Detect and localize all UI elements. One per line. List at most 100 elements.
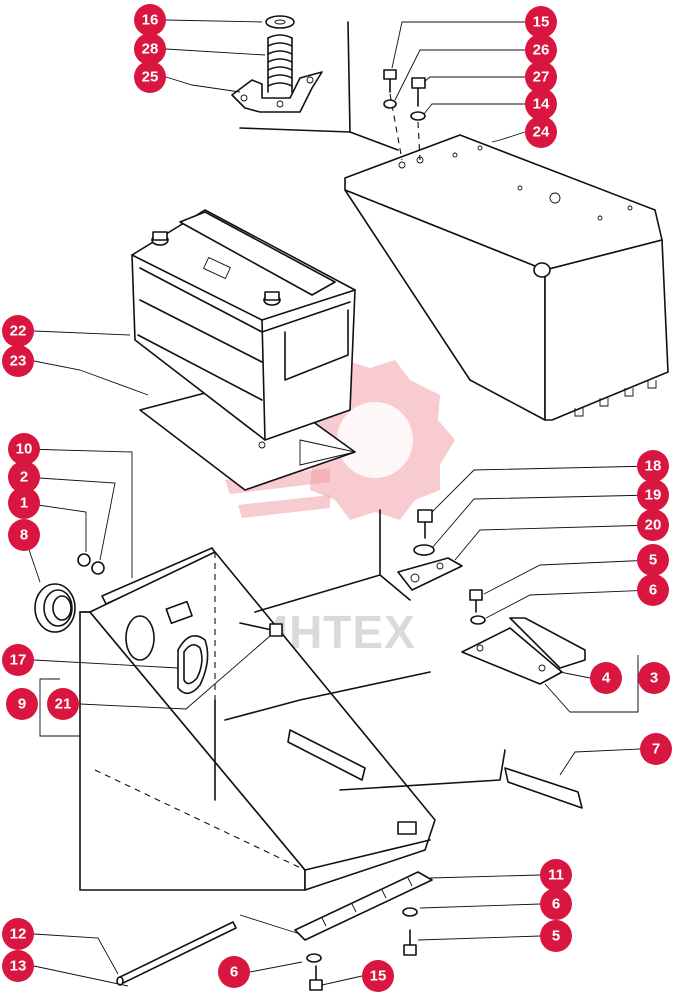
grommet-part bbox=[177, 634, 209, 695]
washer-part bbox=[402, 907, 418, 917]
callout-badge: 3 bbox=[638, 662, 670, 694]
strip-axis-line bbox=[339, 749, 506, 791]
callout-badge: 24 bbox=[525, 116, 557, 148]
callout-badge: 23 bbox=[2, 345, 34, 377]
battery-tray-part bbox=[79, 551, 436, 891]
callout-badge: 15 bbox=[362, 960, 394, 992]
svg-text:5: 5 bbox=[649, 552, 657, 569]
callout-badge: 27 bbox=[525, 61, 557, 93]
svg-text:14: 14 bbox=[533, 96, 550, 113]
svg-text:1: 1 bbox=[20, 495, 28, 512]
svg-text:4: 4 bbox=[602, 670, 611, 687]
svg-text:6: 6 bbox=[230, 964, 238, 981]
bolt-part bbox=[417, 509, 433, 539]
callout-badge: 5 bbox=[637, 544, 669, 576]
rubber-strip-part bbox=[287, 729, 366, 781]
mounting-rail-part bbox=[294, 871, 433, 941]
washer-part bbox=[306, 953, 322, 963]
callout-badge: 26 bbox=[525, 34, 557, 66]
svg-text:25: 25 bbox=[142, 69, 159, 86]
callout-badge: 20 bbox=[637, 509, 669, 541]
callout-badge: 6 bbox=[540, 888, 572, 920]
callout-badge: 14 bbox=[525, 88, 557, 120]
battery-cover-part bbox=[344, 134, 669, 421]
callout-badge: 16 bbox=[134, 4, 166, 36]
washer-part bbox=[265, 15, 295, 29]
bolt-part bbox=[411, 77, 426, 107]
svg-text:17: 17 bbox=[10, 652, 27, 669]
cover-axis-line-a bbox=[347, 21, 351, 133]
callout-badge: 28 bbox=[134, 33, 166, 65]
callout-badge: 1 bbox=[8, 487, 40, 519]
callout-badge: 25 bbox=[134, 61, 166, 93]
callout-badge: 12 bbox=[2, 918, 34, 950]
bolt-part bbox=[309, 965, 323, 991]
callout-badge: 21 bbox=[47, 688, 79, 720]
svg-text:23: 23 bbox=[10, 353, 27, 370]
leader-lines bbox=[23, 19, 654, 987]
rubber-strip-part bbox=[504, 767, 583, 809]
svg-text:22: 22 bbox=[10, 323, 27, 340]
bolt-part bbox=[469, 589, 483, 613]
callout-badge: 10 bbox=[8, 433, 40, 465]
callout-badge: 17 bbox=[2, 644, 34, 676]
svg-text:2: 2 bbox=[20, 469, 28, 486]
callout-badge: 9 bbox=[6, 688, 38, 720]
bolt-part bbox=[403, 929, 417, 956]
svg-text:8: 8 bbox=[20, 527, 28, 544]
svg-text:24: 24 bbox=[533, 124, 550, 141]
tray-axis-line bbox=[254, 509, 381, 613]
svg-text:11: 11 bbox=[548, 867, 564, 884]
callout-badge: 18 bbox=[637, 450, 669, 482]
svg-text:18: 18 bbox=[645, 458, 662, 475]
washer-part bbox=[413, 544, 435, 556]
svg-text:15: 15 bbox=[533, 14, 550, 31]
nut-part bbox=[77, 553, 91, 567]
svg-text:21: 21 bbox=[55, 696, 72, 713]
callout-badge: 22 bbox=[2, 315, 34, 347]
angle-bracket-part bbox=[461, 617, 586, 685]
tray-axis-line bbox=[379, 574, 411, 601]
callout-badge: 2 bbox=[8, 461, 40, 493]
callout-badge: 8 bbox=[8, 519, 40, 551]
svg-text:7: 7 bbox=[652, 741, 660, 758]
spring-part bbox=[267, 34, 293, 93]
bracket-axis-line bbox=[239, 127, 399, 151]
callout-badge: 11 bbox=[540, 859, 572, 891]
svg-text:28: 28 bbox=[142, 41, 159, 58]
callout-badge: 15 bbox=[525, 6, 557, 38]
battery-part bbox=[131, 209, 356, 441]
washer-part bbox=[470, 615, 486, 625]
svg-text:10: 10 bbox=[16, 441, 33, 458]
svg-text:15: 15 bbox=[370, 968, 387, 985]
svg-text:26: 26 bbox=[533, 42, 550, 59]
grommet-part bbox=[34, 583, 76, 633]
svg-text:27: 27 bbox=[533, 69, 550, 86]
nut-part bbox=[91, 561, 105, 575]
callout-badge: 4 bbox=[590, 662, 622, 694]
callout-badge: 19 bbox=[637, 479, 669, 511]
svg-text:3: 3 bbox=[650, 670, 658, 687]
svg-text:19: 19 bbox=[645, 487, 662, 504]
bolt-part bbox=[239, 622, 283, 637]
svg-text:20: 20 bbox=[645, 517, 662, 534]
callout-badge: 6 bbox=[637, 574, 669, 606]
svg-text:12: 12 bbox=[10, 926, 27, 943]
callout-badge: 13 bbox=[2, 950, 34, 982]
callout-badge: 6 bbox=[218, 956, 250, 988]
svg-text:13: 13 bbox=[10, 958, 27, 975]
svg-text:16: 16 bbox=[142, 12, 159, 29]
svg-text:5: 5 bbox=[552, 928, 560, 945]
clamp-plate-part bbox=[397, 557, 463, 591]
svg-text:9: 9 bbox=[18, 696, 26, 713]
mounting-bracket-part bbox=[231, 71, 323, 113]
washer-part bbox=[383, 99, 397, 109]
svg-text:6: 6 bbox=[552, 896, 560, 913]
svg-text:6: 6 bbox=[649, 582, 657, 599]
callout-badge: 7 bbox=[640, 733, 672, 765]
long-rod-part bbox=[116, 921, 237, 986]
callout-badge: 5 bbox=[540, 920, 572, 952]
tray-axis-line bbox=[224, 671, 431, 721]
